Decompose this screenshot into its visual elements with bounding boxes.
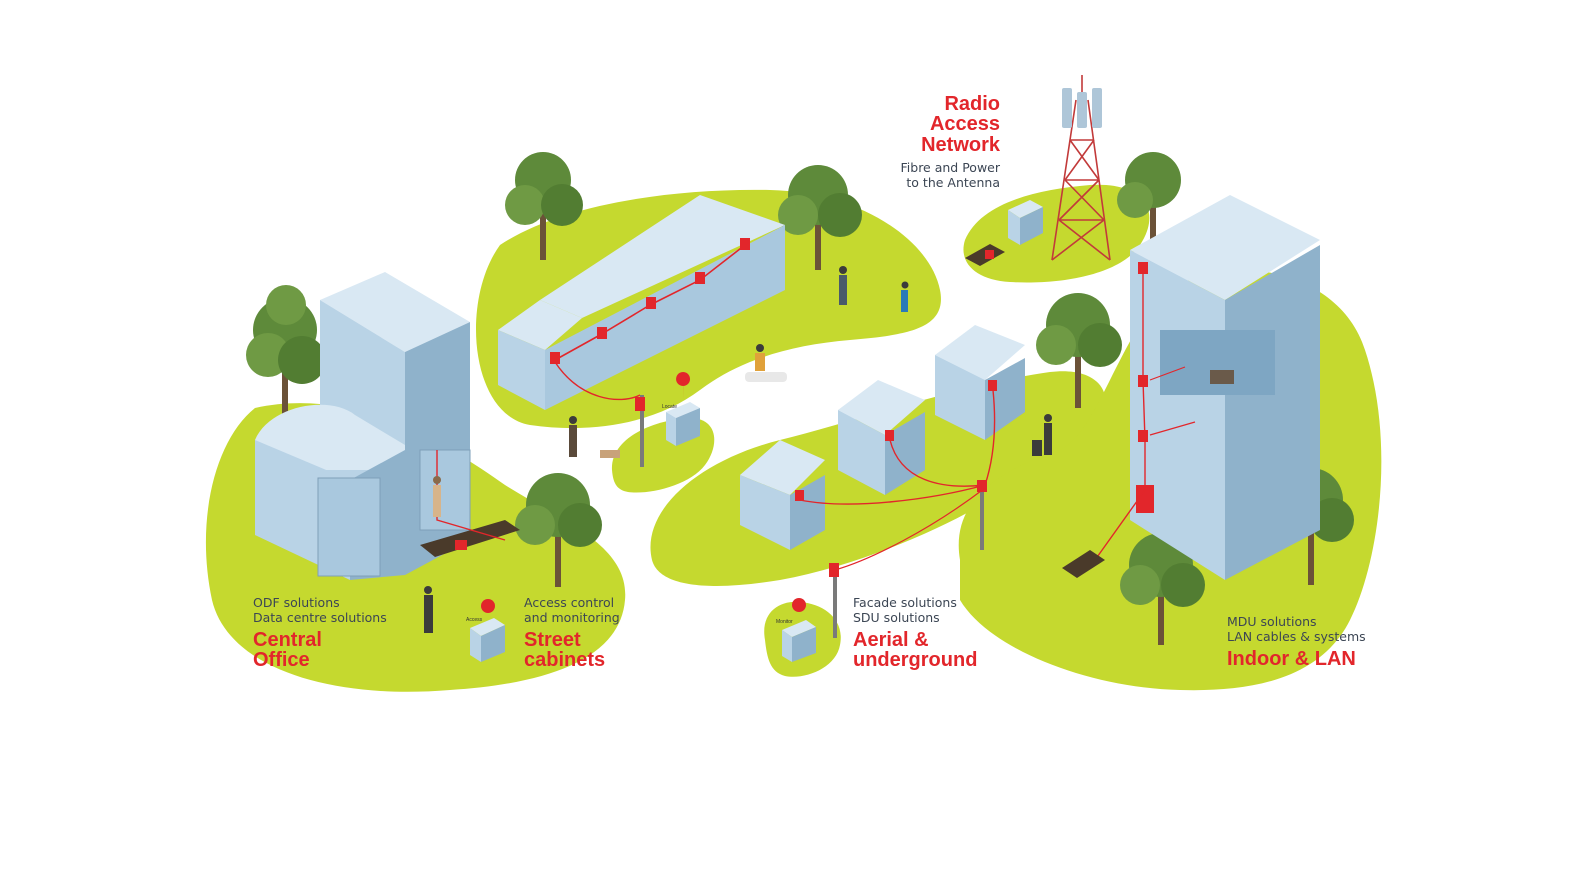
person-scooter xyxy=(745,344,787,382)
street-cabinet-locate xyxy=(635,372,700,467)
tree-left xyxy=(246,285,326,430)
indoor-subtitle-line: MDU solutions xyxy=(1227,614,1317,629)
aerial-subtitle-line: Facade solutions xyxy=(853,595,957,610)
tag-access: Access xyxy=(466,617,483,623)
street-subtitle-line: and monitoring xyxy=(524,609,620,625)
person-businessman xyxy=(424,586,433,633)
trees xyxy=(246,152,1354,645)
street-cabinet-access xyxy=(470,599,505,662)
street-title-line: cabinets xyxy=(524,648,606,671)
person-traveler xyxy=(1032,414,1052,456)
person-balcony xyxy=(1210,370,1234,384)
person-dog-walker xyxy=(569,416,620,458)
central-title-line: Office xyxy=(253,648,310,671)
person-doorway xyxy=(433,476,441,517)
street-cabinets-label: Access control and monitoring Street cab… xyxy=(524,595,620,671)
antenna-panels xyxy=(1062,88,1102,128)
mdu-tower xyxy=(1062,195,1320,580)
tag-locate: Locate xyxy=(662,404,677,410)
tree-top-left xyxy=(505,152,583,260)
tree-radio xyxy=(1117,152,1181,240)
tree-center xyxy=(1036,293,1122,408)
tag-monitor: Monitor xyxy=(776,619,793,625)
central-subtitle-line: Data centre solutions xyxy=(253,609,387,625)
radio-title-line: Access xyxy=(929,113,1000,136)
tree-top-mid xyxy=(778,165,862,270)
radio-cabinet xyxy=(965,200,1043,266)
radio-subtitle-line: Fibre and Power xyxy=(900,160,1001,176)
aerial-underground-label: Facade solutions SDU solutions Aerial & … xyxy=(853,595,978,671)
radio-section-label: Radio Access Network Fibre and Power to … xyxy=(880,93,1001,191)
people xyxy=(424,266,1234,633)
street-title-line: Street xyxy=(524,628,581,651)
aerial-title-line: underground xyxy=(853,648,978,671)
row-houses xyxy=(498,195,785,410)
street-cabinet-monitor xyxy=(782,598,816,662)
central-office-label: ODF solutions Data centre solutions Cent… xyxy=(253,595,387,671)
aerial-subtitle-line: SDU solutions xyxy=(853,609,940,625)
radio-subtitle-line: to the Antenna xyxy=(906,174,1000,190)
indoor-lan-label: MDU solutions LAN cables & systems Indoo… xyxy=(1227,614,1366,670)
person-football-2 xyxy=(901,281,909,312)
aerial-title-line: Aerial & xyxy=(853,628,929,651)
radio-title-line: Radio xyxy=(944,93,1000,115)
tree-street xyxy=(515,473,602,587)
central-office-building xyxy=(255,272,520,580)
person-football-1 xyxy=(839,266,847,305)
indoor-title-line: Indoor & LAN xyxy=(1227,647,1356,670)
street-subtitle-line: Access control xyxy=(524,595,615,610)
aerial-houses xyxy=(740,325,1025,638)
indoor-subtitle-line: LAN cables & systems xyxy=(1227,628,1366,644)
radio-tower xyxy=(1051,75,1111,261)
central-title-line: Central xyxy=(253,628,322,651)
central-subtitle-line: ODF solutions xyxy=(253,595,340,610)
radio-title-line: Network xyxy=(921,133,1000,156)
